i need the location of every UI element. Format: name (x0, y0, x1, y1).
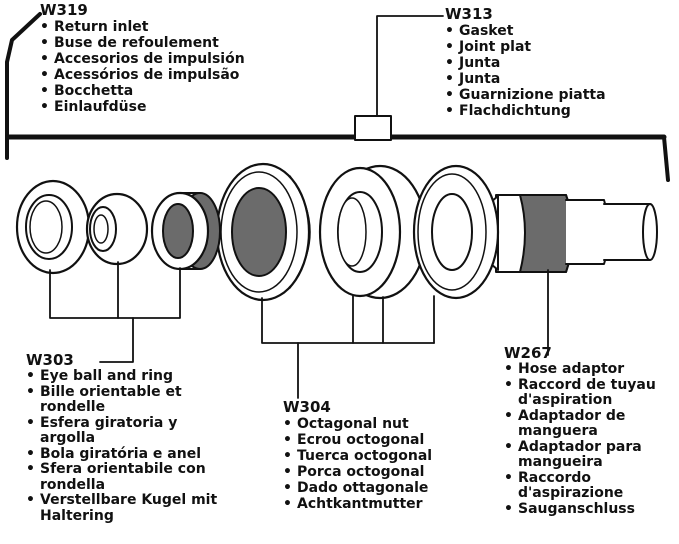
part-name: Einlaufdüse (40, 99, 245, 115)
part-name: Return inlet (40, 19, 245, 35)
part-name: Ecrou octogonal (283, 432, 432, 448)
part-name: Bille orientable et rondelle (26, 384, 226, 416)
w313-tab (354, 115, 392, 141)
part-name: Adaptador de manguera (504, 408, 664, 440)
part-name: Junta (445, 71, 606, 87)
part-code: W304 (283, 398, 331, 416)
part-name: Achtkantmutter (283, 496, 432, 512)
part-name: Octagonal nut (283, 416, 432, 432)
part-name-list: Return inlet Buse de refoulement Accesor… (40, 19, 245, 115)
part-name: Eye ball and ring (26, 368, 226, 385)
part-code: W303 (26, 351, 74, 369)
part-name: Tuerca octogonal (283, 448, 432, 464)
gasket-rings (318, 164, 428, 300)
part-name: Adaptador para mangueira (504, 439, 664, 471)
part-name-list: Octagonal nut Ecrou octogonal Tuerca oct… (283, 416, 432, 512)
w303-leader-lines (49, 261, 181, 363)
part-name: Raccordo d'aspirazione (504, 470, 664, 502)
eyeball-ring (15, 179, 91, 275)
part-name: Esfera giratoria y argolla (26, 415, 226, 447)
part-name: Sauganschluss (504, 501, 664, 518)
part-name: Buse de refoulement (40, 35, 245, 51)
flange-ring (412, 164, 500, 300)
part-name-list: Eye ball and ring Bille orientable et ro… (26, 368, 226, 524)
label-group-w319: W319 Return inlet Buse de refoulement Ac… (40, 1, 245, 116)
threaded-ring (150, 191, 221, 271)
part-name: Accesorios de impulsión (40, 51, 245, 67)
w313-leader-line (376, 15, 444, 117)
part-name: Flachdichtung (445, 103, 606, 119)
part-name: Junta (445, 55, 606, 71)
part-name: Gasket (445, 23, 606, 39)
part-name: Porca octogonal (283, 464, 432, 480)
part-name: Verstellbare Kugel mit Haltering (26, 492, 226, 524)
part-name-list: Gasket Joint plat Junta Junta Guarnizion… (445, 23, 606, 119)
part-name: Acessórios de impulsão (40, 67, 245, 83)
part-name: Sfera orientabile con rondella (26, 461, 226, 493)
part-code: W267 (504, 344, 552, 362)
label-group-w313: W313 Gasket Joint plat Junta Junta Guarn… (445, 5, 606, 120)
hose-adaptor (483, 194, 658, 273)
part-name: Hose adaptor (504, 361, 664, 378)
part-code: W313 (445, 5, 493, 23)
label-group-w303: W303 Eye ball and ring Bille orientable … (26, 352, 276, 524)
w319-leader-line (5, 12, 42, 160)
part-name: Joint plat (445, 39, 606, 55)
part-name: Guarnizione piatta (445, 87, 606, 103)
part-name: Bola giratória e anel (26, 446, 226, 463)
part-name: Raccord de tuyau d'aspiration (504, 377, 664, 409)
part-name: Dado ottagonale (283, 480, 432, 496)
octagonal-nut (215, 162, 311, 302)
part-name: Bocchetta (40, 83, 245, 99)
wall-right-end (662, 135, 670, 182)
label-group-w267: W267 Hose adaptor Raccord de tuyau d'asp… (504, 345, 679, 517)
label-group-w304: W304 Octagonal nut Ecrou octogonal Tuerc… (283, 398, 432, 513)
w304-leader-lines (261, 295, 435, 399)
eyeball (85, 192, 149, 266)
part-name-list: Hose adaptor Raccord de tuyau d'aspirati… (504, 361, 664, 518)
part-code: W319 (40, 1, 88, 19)
